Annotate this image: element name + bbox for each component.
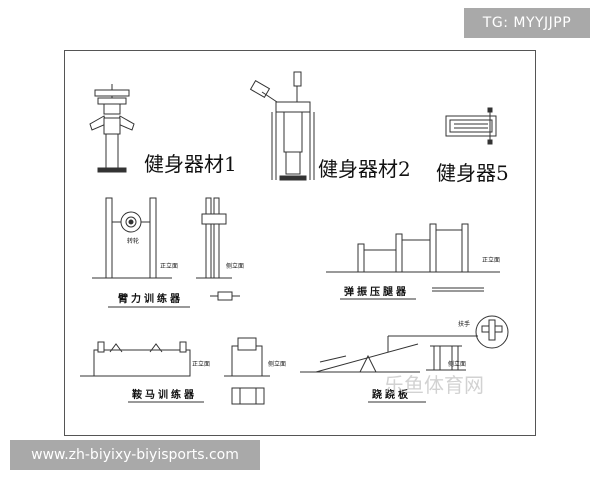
pommel-horse-front-view: [80, 341, 191, 377]
equipment-5-title: 健身器5: [436, 161, 509, 185]
footer-url: www.zh-biyixy-biyisports.com: [10, 440, 260, 470]
handle-detail-circle: [475, 315, 509, 349]
arm-trainer-front-view-label: 正立面: [160, 262, 178, 270]
pommel-horse-side-view-label: 侧立面: [268, 360, 286, 368]
pommel-horse-caption: 鞍马训练器: [132, 388, 197, 401]
arm-trainer-caption: 臂力训练器: [118, 292, 183, 305]
drawing-frame: [64, 50, 536, 436]
equipment-1-title: 健身器材1: [144, 152, 237, 176]
arm-trainer-front-view: [92, 197, 172, 279]
leg-press-front-view: [326, 223, 500, 273]
corner-tag: TG: MYYJJPP: [464, 8, 590, 38]
equipment-2-title: 健身器材2: [318, 157, 411, 181]
seesaw-board-side-view: [300, 343, 420, 373]
arm-trainer-side-view: [196, 197, 232, 279]
leg-press-front-view-label: 正立面: [482, 256, 500, 264]
wheel-note: 转轮: [127, 237, 139, 245]
handle-detail-note: 扶手: [458, 320, 470, 328]
equipment-2-drawing: [249, 71, 315, 181]
pommel-horse-plan-view: [231, 387, 265, 405]
pommel-horse-side-view: [224, 337, 270, 377]
arm-trainer-plan-view: [210, 291, 240, 301]
arm-trainer-side-view-label: 侧立面: [226, 262, 244, 270]
pommel-horse-front-view-label: 正立面: [192, 360, 210, 368]
equipment-1-drawing: [89, 84, 135, 173]
equipment-5-drawing: [445, 107, 497, 145]
leg-press-plan-view: [432, 287, 484, 292]
seesaw-board-caption: 跷跷板: [372, 388, 411, 401]
seesaw-side-view-label: 侧立面: [448, 360, 466, 368]
watermark: 乐鱼体育网: [384, 373, 484, 397]
leg-press-caption: 弹振压腿器: [344, 285, 409, 298]
seesaw-board-handle-view: [426, 345, 466, 371]
